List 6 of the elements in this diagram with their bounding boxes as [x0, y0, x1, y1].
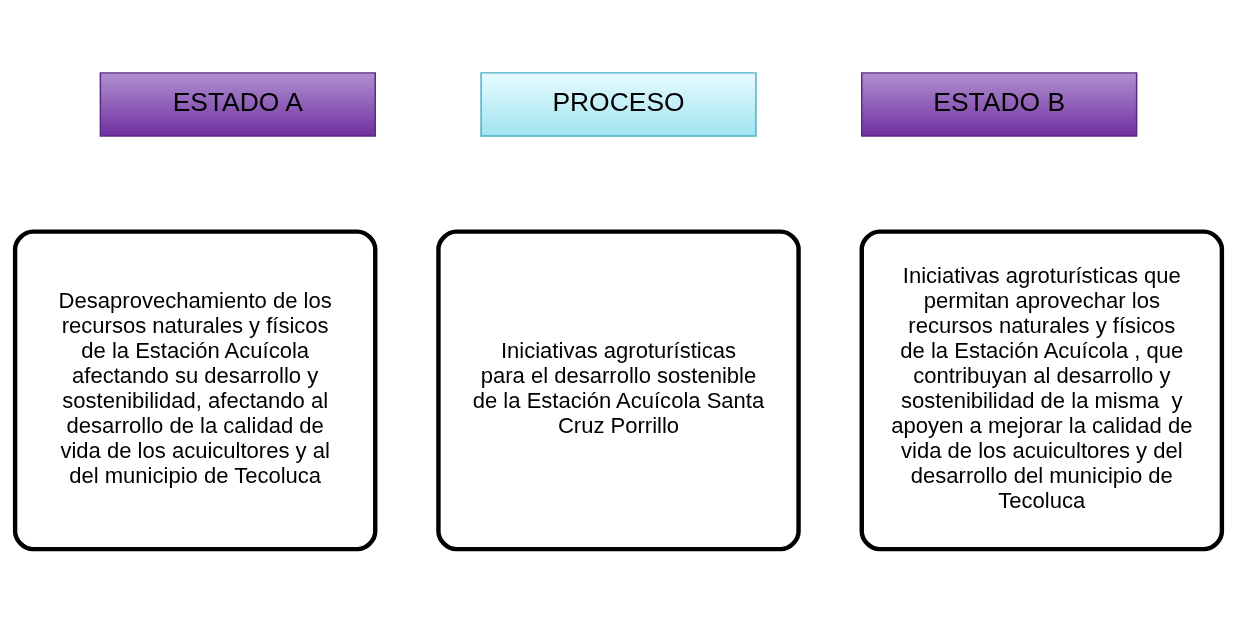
node-box: Desaprovechamiento de los recursos naturales y físicos de la Estación Acuícola afectando su desarrollo y sostenibilidad, afectando al desarrollo de la calidad de vida de los acuicultores y al del municipio de Tecoluca	[12, 229, 378, 552]
node-box: ESTADO A	[99, 72, 376, 137]
node-box: Iniciativas agroturísticas para el desarrollo sostenible de la Estación Acuícola Santa Cruz Porrillo	[436, 229, 801, 552]
node-box: PROCESO	[480, 72, 757, 137]
node-box: Iniciativas agroturísticas que permitan aprovechar los recursos naturales y físicos de la Estación Acuícola , que contribuyan al desarrollo y sostenibilidad de la misma y apoyen a mejorar la calidad de vida de los acuicultores y del desarrollo del municipio de Tecoluca	[859, 229, 1225, 552]
node-box: ESTADO B	[861, 72, 1138, 137]
